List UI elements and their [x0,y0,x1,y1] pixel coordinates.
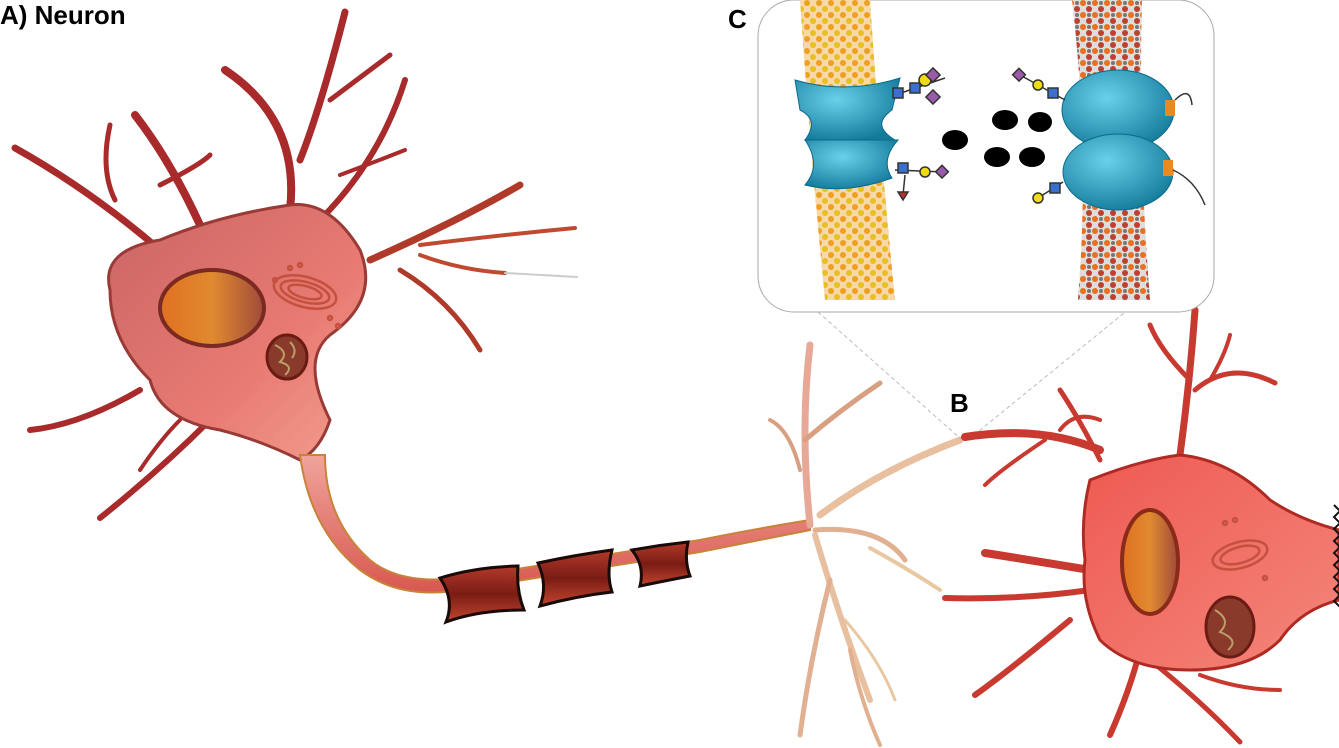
synapse-inset [758,0,1214,312]
axon-terminal [800,580,830,735]
panel-label-c: C [728,4,747,34]
neurotransmitter-molecule [1028,112,1052,132]
myelin-sheath [440,566,524,622]
dendrite [330,55,390,100]
postsynaptic-mitochondrion [1206,597,1254,657]
dendrite [30,390,140,430]
neurotransmitter-molecule [942,130,968,150]
nucleus [160,270,264,346]
dendrite [1200,675,1280,690]
dendrite [1180,310,1195,455]
dendrite [1150,660,1240,742]
axon-terminal [815,529,905,560]
axon-terminal [870,548,940,590]
dendrite [505,273,577,277]
dendrite [985,440,1045,485]
axon-terminal [805,383,880,440]
neurotransmitter-molecule [992,110,1018,130]
dendrite [985,553,1090,570]
dendrite [140,420,180,470]
dendrite [1195,373,1275,390]
dendrite [15,148,160,250]
axon-terminal [820,440,960,515]
dendrite [420,255,505,273]
dendrite [400,270,480,350]
panel-label-a: A) Neuron [0,0,126,30]
myelin-sheaths [440,542,690,622]
dendrite [225,70,291,210]
dendrite [1150,325,1190,380]
mitochondrion [267,335,307,379]
receptor-protein [1063,134,1173,210]
panel-label-b: B [950,388,969,418]
neurotransmitter-molecule [1019,147,1045,167]
axon-terminals [770,345,960,745]
myelin-sheath [538,550,612,606]
axon-terminal [850,650,880,745]
dendrite [106,125,115,200]
axon-terminal [770,420,800,470]
dendrite [370,185,520,260]
dendrite [100,420,210,518]
myelin-sheath [632,542,690,586]
dendrite [975,620,1070,695]
dendrite [420,228,575,245]
receptor-protein [795,78,900,140]
neurotransmitter-molecule [984,147,1010,167]
dendrite [300,12,345,160]
dendrite [945,590,1090,598]
postsynaptic-nucleus [1122,510,1178,614]
